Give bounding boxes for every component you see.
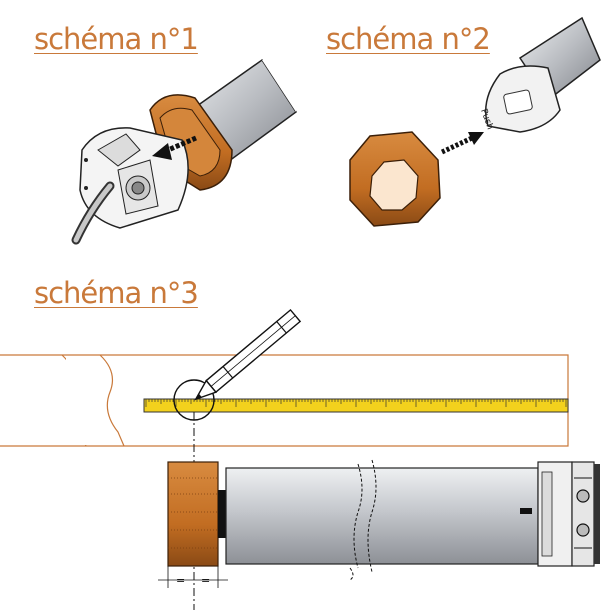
- dimension-mark-left: =: [176, 574, 185, 587]
- crown-ring: [167, 461, 219, 567]
- diagram2-title: schéma n°2: [326, 22, 491, 56]
- arrow-left-icon: [152, 135, 197, 160]
- pencil-icon: [194, 308, 302, 401]
- adjust-screw-down: [576, 523, 590, 537]
- motor-tube: [225, 467, 539, 565]
- measuring-tape: [143, 398, 569, 413]
- arrow-right-icon: [440, 132, 484, 155]
- diagram3-figure: = =: [0, 308, 600, 610]
- adjust-screw-up: [576, 489, 590, 503]
- motor-assembly: [167, 459, 600, 581]
- diagram1-title: schéma n°1: [34, 22, 199, 56]
- diagram1-figure: [71, 58, 298, 245]
- dimension-marks: = =: [158, 566, 228, 588]
- crown-ring: [349, 131, 441, 227]
- dimension-mark-right: =: [201, 574, 210, 587]
- diagram2-figure: Push: [349, 16, 601, 227]
- diagram3-title: schéma n°3: [34, 276, 199, 310]
